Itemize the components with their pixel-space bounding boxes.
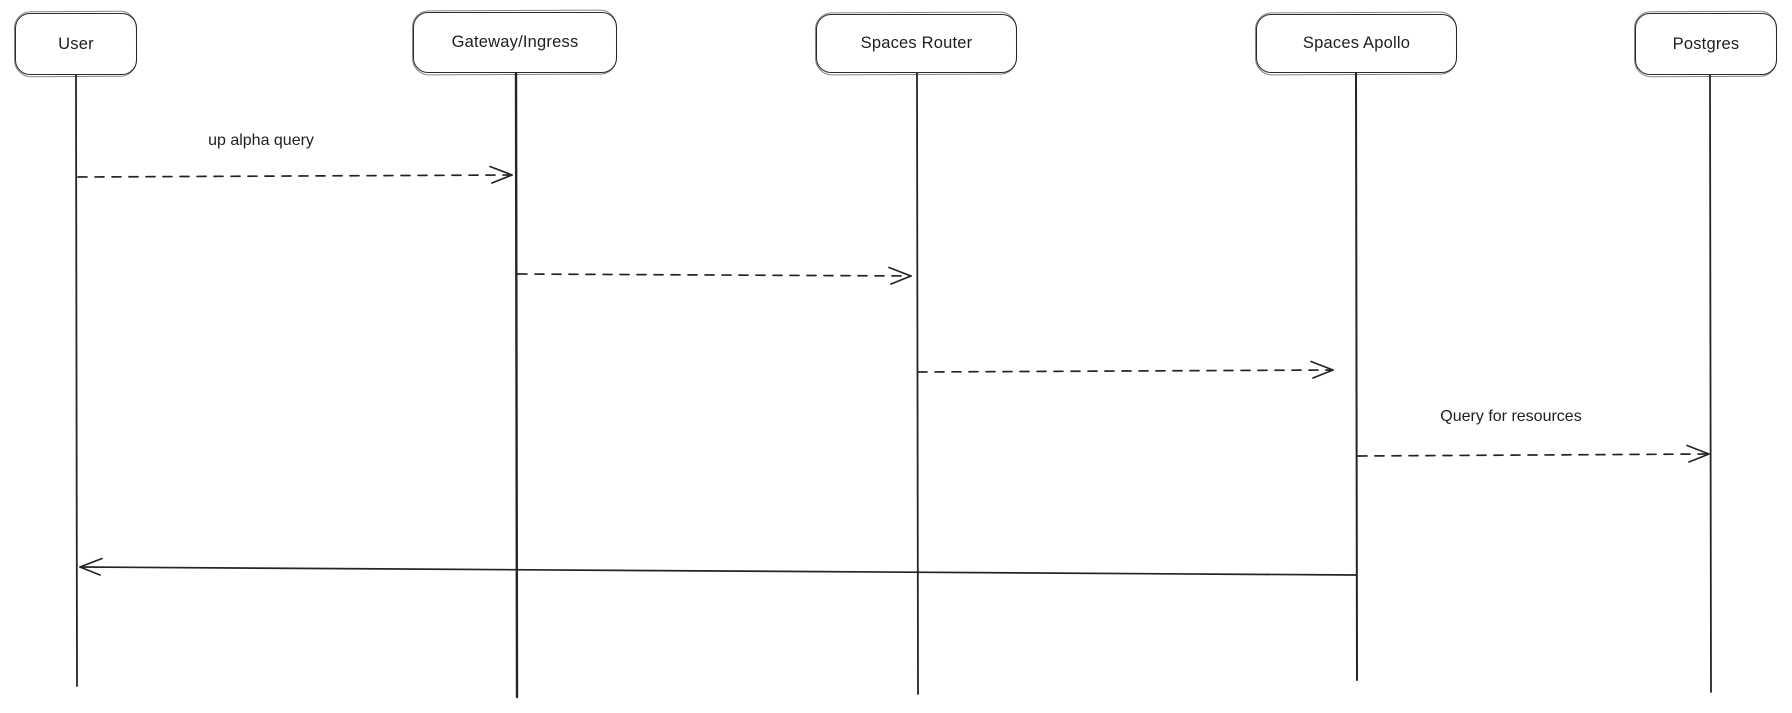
actor-gateway-ingress[interactable]: Gateway/Ingress [413,12,617,73]
message-arrow-5-arrowhead [79,557,103,576]
lifeline-user[interactable] [75,74,78,687]
lifeline-postgres[interactable] [1709,74,1712,693]
actor-postgres[interactable]: Postgres [1635,13,1777,75]
actor-spaces-router-label: Spaces Router [860,34,973,52]
message-label-query-for-resources[interactable]: Query for resources [1440,408,1582,425]
lifeline-spaces-router[interactable] [916,72,919,695]
lifeline-gateway-ingress[interactable] [514,71,519,699]
message-arrow-2-arrowhead [888,266,912,285]
actor-spaces-apollo-label: Spaces Apollo [1302,34,1411,52]
actor-user[interactable]: User [15,13,137,75]
message-arrow-3-arrowhead [1310,360,1334,379]
message-arrow-4-query-for-resources-arrowhead [1686,444,1710,463]
actor-spaces-router[interactable]: Spaces Router [816,14,1017,73]
message-arrow-1-up-alpha-query[interactable] [77,174,513,178]
message-arrow-2[interactable] [517,273,912,277]
lifeline-spaces-apollo[interactable] [1355,72,1358,681]
message-arrow-1-up-alpha-query-arrowhead [489,165,513,184]
actor-spaces-apollo[interactable]: Spaces Apollo [1256,14,1457,73]
message-arrow-4-query-for-resources[interactable] [1357,453,1710,457]
message-arrow-3[interactable] [917,369,1334,373]
message-label-up-alpha-query[interactable]: up alpha query [208,132,314,149]
message-arrow-5[interactable] [79,566,1357,576]
actor-gateway-ingress-label: Gateway/Ingress [451,33,579,51]
actor-postgres-label: Postgres [1672,34,1740,53]
actor-user-label: User [58,34,94,53]
